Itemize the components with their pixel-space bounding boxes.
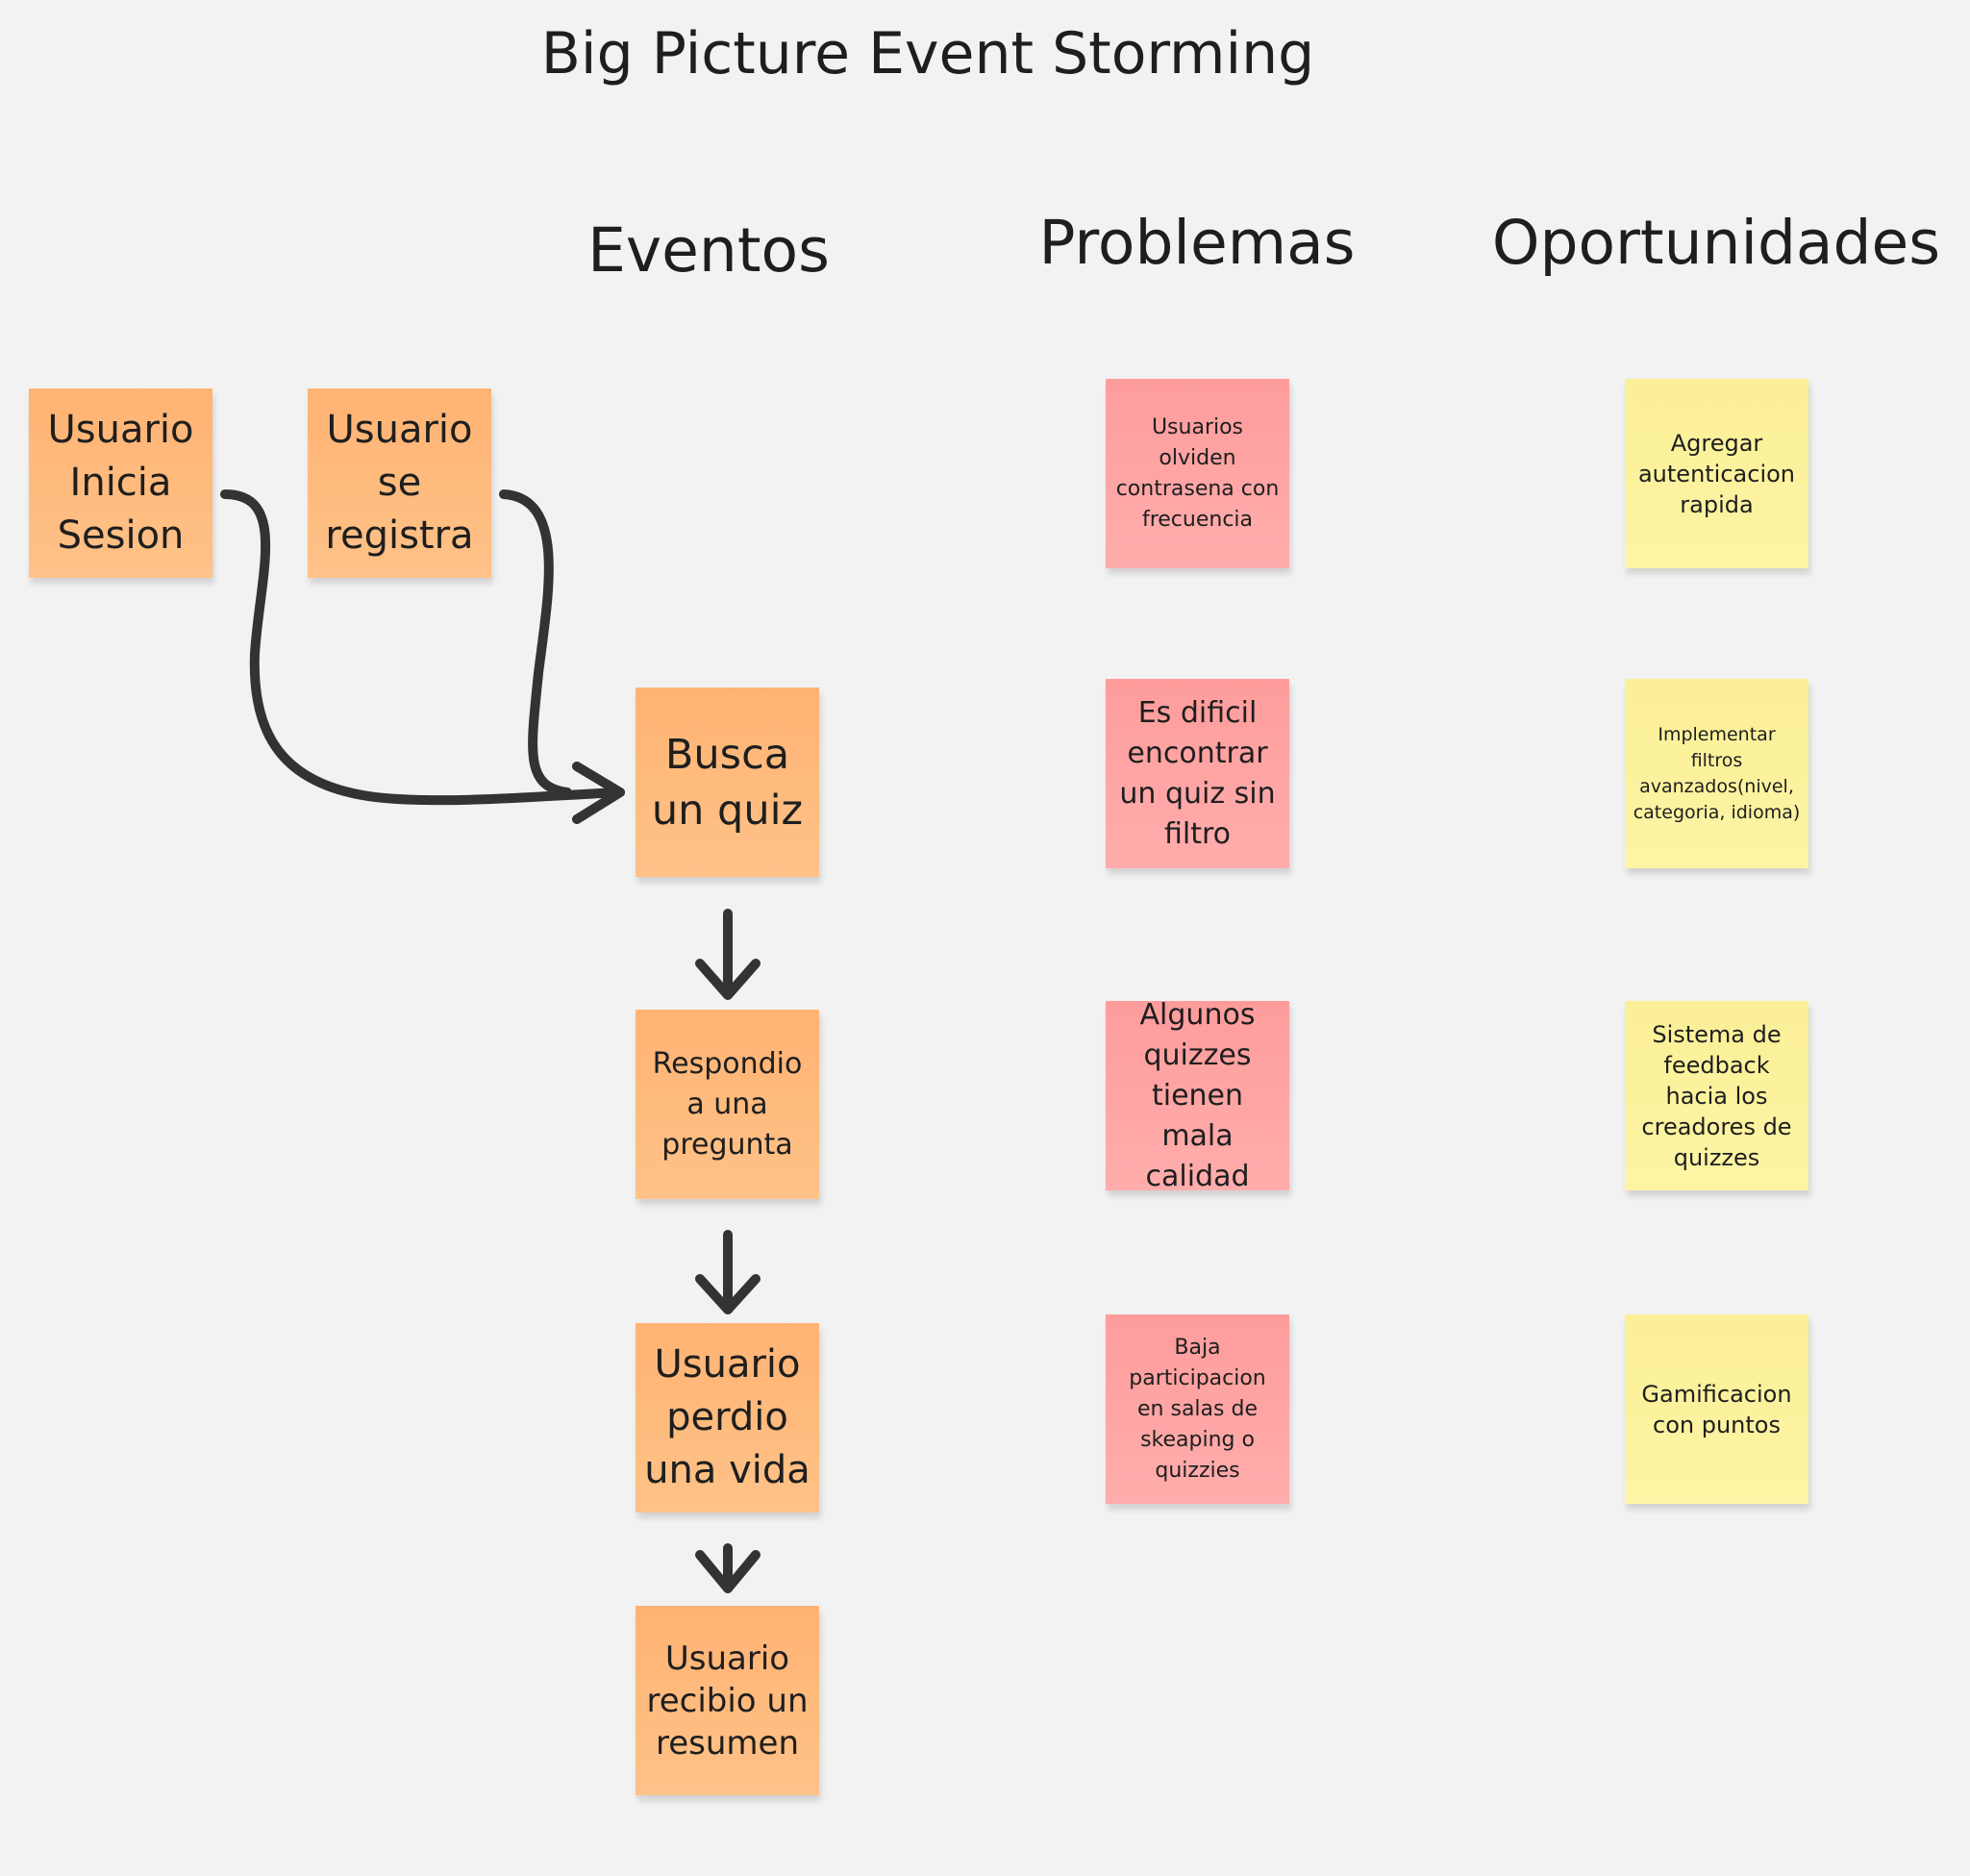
- arrow-busca-to-respondio: [695, 909, 761, 1000]
- problema-text: Algunos quizzes tienen mala calidad: [1139, 997, 1256, 1193]
- evento-sticky-recibio-resumen[interactable]: Usuario recibio un resumen: [636, 1606, 819, 1795]
- column-heading-eventos: Eventos: [587, 215, 830, 286]
- evento-text: Usuario se registra: [325, 408, 474, 558]
- problema-text: Usuarios olviden contrasena con frecuenc…: [1115, 414, 1280, 532]
- problema-sticky-dificil-encontrar[interactable]: Es dificil encontrar un quiz sin filtro: [1106, 679, 1289, 868]
- evento-text: Usuario recibio un resumen: [646, 1638, 809, 1763]
- arrow-respondio-to-perdio: [695, 1230, 761, 1314]
- column-heading-oportunidades: Oportunidades: [1491, 208, 1941, 278]
- column-heading-problemas: Problemas: [1038, 208, 1356, 278]
- arrowhead-busca-quiz: [572, 762, 625, 824]
- oportunidad-sticky-gamificacion[interactable]: Gamificacion con puntos: [1625, 1314, 1808, 1504]
- oportunidad-text: Agregar autenticacion rapida: [1637, 429, 1796, 518]
- evento-text: Usuario perdio una vida: [644, 1342, 810, 1492]
- problema-text: Es dificil encontrar un quiz sin filtro: [1119, 695, 1276, 851]
- evento-text: Respondio a una pregunta: [652, 1046, 803, 1162]
- arrow-perdio-to-resumen: [695, 1543, 761, 1593]
- evento-text: Busca un quiz: [651, 730, 804, 835]
- oportunidad-text: Gamificacion con puntos: [1641, 1380, 1792, 1438]
- evento-sticky-se-registra[interactable]: Usuario se registra: [308, 388, 491, 578]
- evento-sticky-inicia-sesion[interactable]: Usuario Inicia Sesion: [29, 388, 212, 578]
- problema-text: Baja participacion en salas de skeaping …: [1129, 1335, 1266, 1483]
- evento-sticky-busca-quiz[interactable]: Busca un quiz: [636, 688, 819, 877]
- evento-text: Usuario Inicia Sesion: [47, 408, 194, 558]
- evento-sticky-perdio-vida[interactable]: Usuario perdio una vida: [636, 1323, 819, 1513]
- oportunidad-sticky-filtros-avanzados[interactable]: Implementar filtros avanzados(nivel, cat…: [1625, 679, 1808, 868]
- oportunidad-sticky-sistema-feedback[interactable]: Sistema de feedback hacia los creadores …: [1625, 1001, 1808, 1190]
- problema-sticky-baja-participacion[interactable]: Baja participacion en salas de skeaping …: [1106, 1314, 1289, 1504]
- oportunidad-text: Sistema de feedback hacia los creadores …: [1641, 1020, 1792, 1171]
- oportunidad-sticky-autenticacion-rapida[interactable]: Agregar autenticacion rapida: [1625, 379, 1808, 568]
- evento-sticky-respondio-pregunta[interactable]: Respondio a una pregunta: [636, 1010, 819, 1199]
- problema-sticky-mala-calidad[interactable]: Algunos quizzes tienen mala calidad: [1106, 998, 1289, 1193]
- oportunidad-text: Implementar filtros avanzados(nivel, cat…: [1633, 723, 1801, 823]
- board-title: Big Picture Event Storming: [540, 20, 1315, 88]
- problema-sticky-olviden-contrasena[interactable]: Usuarios olviden contrasena con frecuenc…: [1106, 379, 1289, 568]
- arrow-se-registra-to-busca-quiz: [499, 489, 572, 797]
